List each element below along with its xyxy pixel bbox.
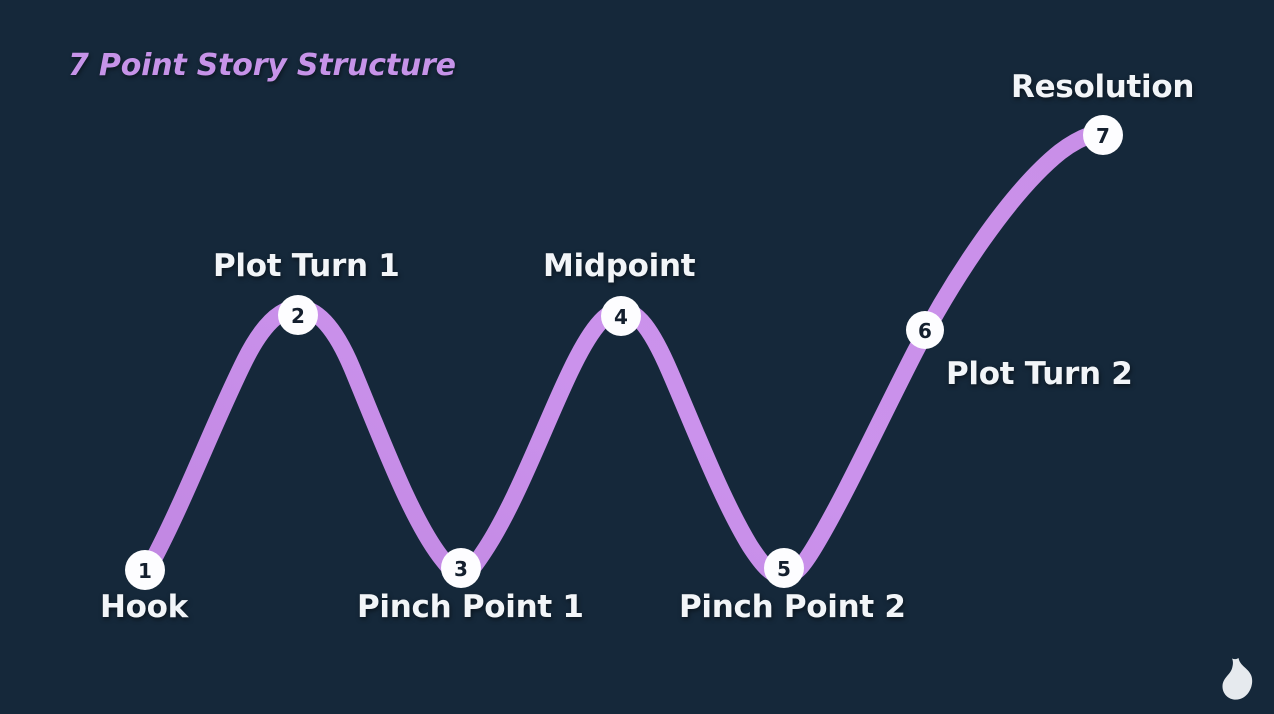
plot-point-label-3: Pinch Point 1 — [357, 589, 584, 625]
story-arc-curve — [143, 124, 1105, 585]
node-circle-4 — [601, 296, 641, 336]
plot-point-label-2: Plot Turn 1 — [213, 248, 400, 284]
page-title: 7 Point Story Structure — [68, 48, 456, 83]
plot-point-nodes: 1 2 3 4 5 6 7 — [125, 115, 1123, 590]
plot-point-node-6[interactable]: 6 — [906, 311, 944, 349]
plot-point-node-7[interactable]: 7 — [1083, 115, 1123, 155]
plot-point-node-5[interactable]: 5 — [764, 548, 804, 588]
node-number-7: 7 — [1096, 124, 1110, 148]
node-number-3: 3 — [454, 557, 468, 581]
flame-logo-icon — [1222, 658, 1253, 700]
plot-point-label-4: Midpoint — [543, 248, 696, 284]
plot-point-label-1: Hook — [100, 589, 188, 625]
node-number-1: 1 — [138, 559, 152, 583]
plot-point-node-1[interactable]: 1 — [125, 550, 165, 590]
plot-point-node-3[interactable]: 3 — [441, 548, 481, 588]
plot-point-node-4[interactable]: 4 — [601, 296, 641, 336]
node-circle-3 — [441, 548, 481, 588]
plot-point-label-5: Pinch Point 2 — [679, 589, 906, 625]
node-number-2: 2 — [291, 304, 305, 328]
plot-point-label-7: Resolution — [1011, 69, 1195, 105]
node-circle-6 — [906, 311, 944, 349]
node-number-6: 6 — [918, 319, 932, 343]
node-number-5: 5 — [777, 557, 791, 581]
plot-point-node-2[interactable]: 2 — [278, 295, 318, 335]
node-circle-1 — [125, 550, 165, 590]
node-circle-2 — [278, 295, 318, 335]
node-number-4: 4 — [614, 305, 628, 329]
plot-point-label-6: Plot Turn 2 — [946, 356, 1133, 392]
node-circle-5 — [764, 548, 804, 588]
node-circle-7 — [1083, 115, 1123, 155]
